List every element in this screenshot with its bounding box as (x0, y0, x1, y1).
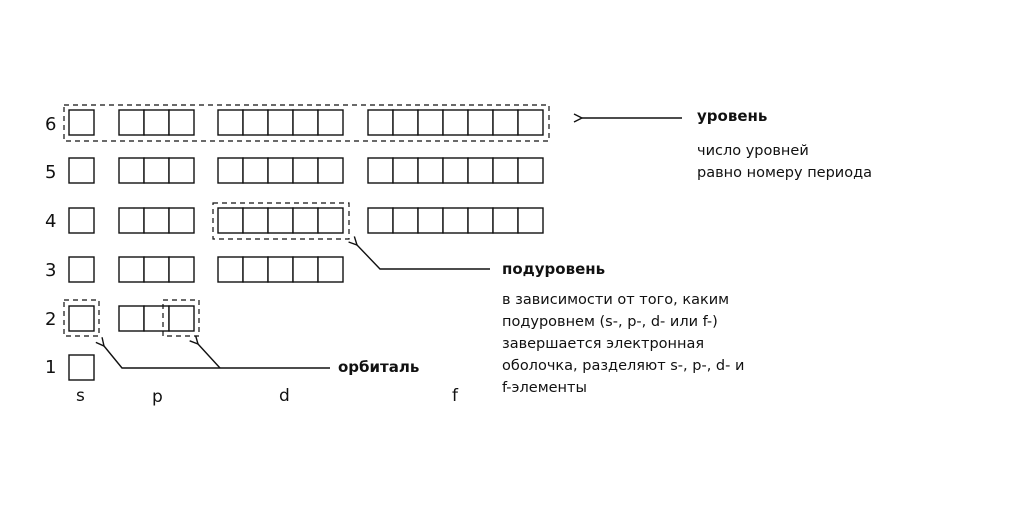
orbital-box-6f (492, 109, 519, 136)
sublevel-arrow (357, 245, 490, 270)
orbital-box-4d (317, 207, 344, 234)
orbital-box-5f (492, 157, 519, 184)
orbital-box-4f (467, 207, 494, 234)
orbital-box-6d (267, 109, 294, 136)
orbital-box-5p (168, 157, 195, 184)
orbital-box-5f (392, 157, 419, 184)
orbital-box-3d (317, 256, 344, 283)
orbital-box-2p (143, 305, 170, 332)
orbital-box-5s (68, 157, 95, 184)
orbital-box-5p (118, 157, 145, 184)
orbital-box-3p (168, 256, 195, 283)
sublevel-info-title: подуровень (502, 260, 606, 278)
orbital-box-3d (242, 256, 269, 283)
orbital-box-4d (217, 207, 244, 234)
orbital-box-2s (68, 305, 95, 332)
orbital-box-6p (168, 109, 195, 136)
sublevel-label-f: f (452, 386, 459, 406)
orbital-box-6f (467, 109, 494, 136)
orbital-box-6p (143, 109, 170, 136)
orbital-box-3p (118, 256, 145, 283)
orbital-box-1s (68, 354, 95, 381)
orbital-box-4p (168, 207, 195, 234)
level-info-title: уровень (697, 107, 768, 125)
sublevel-label-p: p (152, 387, 163, 407)
orbital-box-4p (143, 207, 170, 234)
level-label-1: 1 (45, 357, 56, 378)
orbital-box-3p (143, 256, 170, 283)
orbital-box-4d (292, 207, 319, 234)
orbital-arrow (104, 346, 330, 369)
orbital-box-5f (417, 157, 444, 184)
orbital-box-4f (417, 207, 444, 234)
orbital-box-6f (392, 109, 419, 136)
orbital-box-6s (68, 109, 95, 136)
orbital-boxes (68, 109, 544, 381)
level-label-2: 2 (45, 309, 56, 330)
orbital-box-5f (442, 157, 469, 184)
orbital-box-4d (267, 207, 294, 234)
orbital-box-4f (442, 207, 469, 234)
orbital-box-5f (467, 157, 494, 184)
orbital-box-4f (492, 207, 519, 234)
orbital-box-6f (442, 109, 469, 136)
level-info: уровень число уровней равно номеру перио… (697, 105, 872, 184)
orbital-box-4p (118, 207, 145, 234)
orbital-box-5p (143, 157, 170, 184)
orbital-box-6f (367, 109, 394, 136)
orbital-box-4f (367, 207, 394, 234)
orbital-box-2p (118, 305, 145, 332)
sublevel-info-line: оболочка, разделяют s-, p-, d- и (502, 358, 745, 374)
orbital-box-4f (392, 207, 419, 234)
level-label-3: 3 (45, 260, 56, 281)
sublevel-info: подуровень в зависимости от того, каким … (502, 258, 744, 399)
orbital-box-6d (242, 109, 269, 136)
orbital-box-2p (168, 305, 195, 332)
orbital-highlight-frame-p (162, 299, 200, 337)
orbital-box-5f (517, 157, 544, 184)
sublevel-label-s: s (76, 386, 85, 406)
orbital-box-3s (68, 256, 95, 283)
orbital-box-5d (292, 157, 319, 184)
orbital-box-4f (517, 207, 544, 234)
orbital-arrow-branch (198, 344, 221, 369)
orbital-box-5d (267, 157, 294, 184)
orbital-box-5d (217, 157, 244, 184)
orbital-box-6f (417, 109, 444, 136)
orbital-box-6p (118, 109, 145, 136)
level-info-line: число уровней (697, 143, 809, 159)
sublevel-label-d: d (279, 386, 290, 406)
orbital-box-3d (217, 256, 244, 283)
orbital-info: орбиталь (338, 356, 419, 379)
level-label-5: 5 (45, 162, 56, 183)
sublevel-info-line: f-элементы (502, 380, 587, 396)
level-label-4: 4 (45, 211, 56, 232)
sublevel-info-line: в зависимости от того, каким (502, 292, 730, 308)
orbital-info-title: орбиталь (338, 358, 420, 376)
sublevel-highlight-frame (212, 202, 350, 240)
orbital-box-5d (317, 157, 344, 184)
sublevel-info-line: завершается электронная (502, 336, 705, 352)
level-label-6: 6 (45, 114, 56, 135)
orbital-box-6d (217, 109, 244, 136)
orbital-box-6f (517, 109, 544, 136)
orbital-box-6d (292, 109, 319, 136)
orbital-box-3d (267, 256, 294, 283)
orbital-box-5d (242, 157, 269, 184)
orbital-box-4d (242, 207, 269, 234)
sublevel-info-line: подуровнем (s-, p-, d- или f-) (502, 314, 718, 330)
level-info-line: равно номеру периода (697, 165, 873, 181)
orbital-box-4s (68, 207, 95, 234)
orbital-box-5f (367, 157, 394, 184)
orbital-box-6d (317, 109, 344, 136)
orbital-box-3d (292, 256, 319, 283)
